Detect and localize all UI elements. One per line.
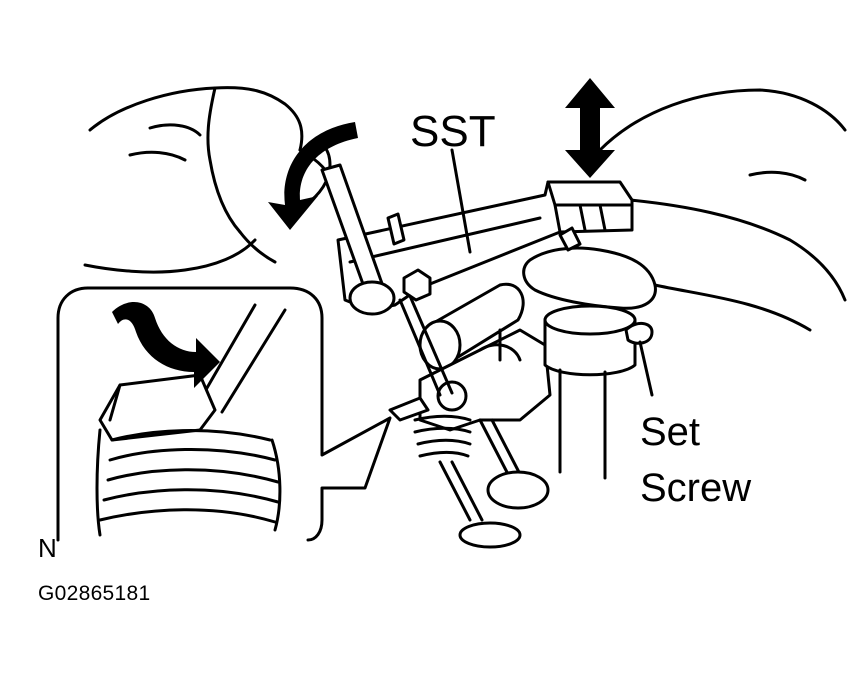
up-down-arrow-icon	[565, 78, 615, 178]
hex-wrench-drawing	[320, 163, 396, 316]
right-hand-drawing	[522, 88, 847, 332]
detail-inset-frame	[56, 286, 392, 542]
sst-leader-line	[450, 148, 472, 254]
shaft-and-set-screw-drawing	[543, 304, 654, 480]
inset-rotation-arrow-icon	[112, 301, 220, 388]
rocker-assembly-drawing	[388, 282, 552, 549]
rotation-arrow-icon	[268, 122, 358, 230]
sst-label: SST	[410, 107, 496, 156]
sst-tool-drawing	[336, 180, 634, 312]
inset-spring-drawing	[95, 303, 287, 537]
set-screw-label-line1: Set	[640, 410, 701, 454]
corner-mark: N	[38, 533, 57, 563]
set-screw-label-line2: Screw	[640, 466, 752, 510]
figure-code: G02865181	[38, 582, 151, 605]
